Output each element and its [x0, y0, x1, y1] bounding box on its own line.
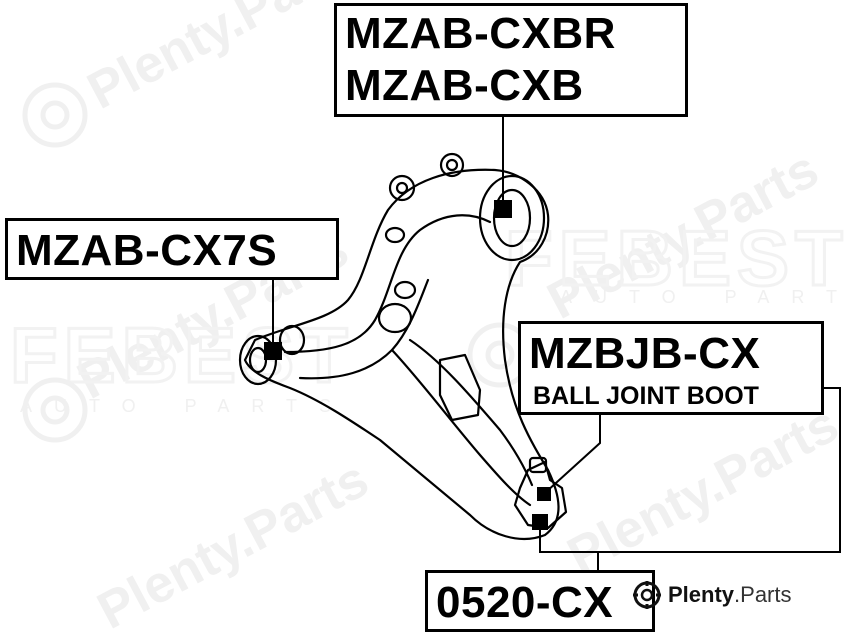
marker-left [264, 342, 282, 360]
brand-suffix: .Parts [734, 582, 792, 607]
front-bushing-sleeve [278, 324, 306, 356]
mount-bolt [445, 158, 459, 172]
ball-joint-stud [528, 456, 548, 474]
control-arm-rib [408, 338, 534, 487]
ball-joint [513, 460, 568, 530]
control-arm-hole [377, 302, 413, 334]
part-number-mzab-cx7s: MZAB-CX7S [16, 226, 278, 275]
control-arm-hole [393, 280, 417, 300]
control-arm-rib [283, 214, 492, 354]
marker-top [494, 200, 512, 218]
control-arm-drawing [238, 152, 568, 540]
mount-bolt [388, 174, 416, 202]
part-label-right: MZBJB-CX BALL JOINT BOOT [518, 321, 824, 415]
part-description-ball-joint-boot: BALL JOINT BOOT [533, 382, 759, 410]
brand-logo: Plenty.Parts [632, 580, 792, 610]
control-arm-rib [390, 348, 532, 507]
watermark-plenty: Plenty.Parts [558, 395, 847, 586]
mount-bolt [395, 181, 409, 195]
part-number-mzab-cxbr: MZAB-CXBR [345, 9, 616, 58]
pointer-markers [264, 200, 551, 530]
watermark-plenty: Plenty.Parts [88, 450, 377, 637]
rear-bushing [478, 174, 546, 262]
part-number-mzbjb-cx: MZBJB-CX [529, 329, 761, 378]
brand-name: Plenty [668, 582, 735, 607]
part-label-left: MZAB-CX7S [5, 218, 339, 280]
leader-bottom [539, 387, 841, 553]
bracket [438, 353, 482, 422]
watermark-auto-parts: AUTO PARTS [20, 396, 353, 416]
watermark-febest: FEBEST [505, 214, 849, 302]
part-label-bottom: 0520-CX [425, 570, 655, 632]
watermark-auto-parts: AUTO PARTS [560, 287, 850, 307]
watermark-plenty: Plenty.Parts [78, 0, 367, 121]
brand-gear-icon [633, 581, 661, 609]
control-arm-hole [384, 226, 406, 244]
part-number-mzab-cxb: MZAB-CXB [345, 61, 584, 110]
marker-right [537, 487, 551, 501]
leader-lines [272, 116, 841, 572]
mount-bolt [439, 152, 465, 178]
control-arm-outline [243, 168, 560, 540]
marker-bottom [532, 514, 548, 530]
part-label-top: MZAB-CXBR MZAB-CXB [334, 3, 688, 117]
leader-right [545, 413, 601, 493]
part-number-0520-cx: 0520-CX [436, 578, 614, 627]
